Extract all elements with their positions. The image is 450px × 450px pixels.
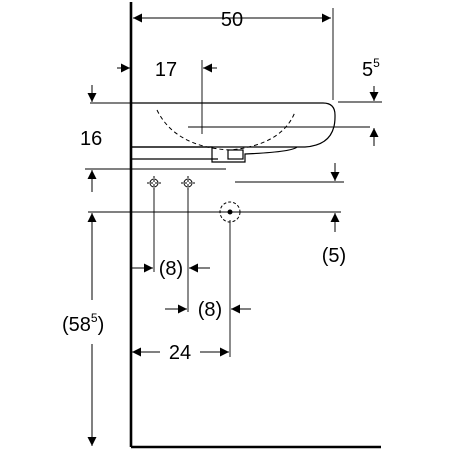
drain-point xyxy=(219,201,241,223)
supply-left-point xyxy=(147,176,161,190)
dim-label-58-5-prefix: (58 xyxy=(62,314,91,336)
dim-label-16: 16 xyxy=(80,128,102,150)
dimension-lines xyxy=(87,13,379,446)
connection-points xyxy=(147,176,241,223)
dim-label-58-5: (585) xyxy=(62,311,104,336)
dim-label-8-right: (8) xyxy=(198,299,222,321)
extension-lines xyxy=(85,8,382,357)
dim-label-58-5-sup: 5 xyxy=(91,311,98,325)
dim-label-5-5-sup: 5 xyxy=(373,56,380,70)
dim-label-5-5-base: 5 xyxy=(362,59,373,81)
bowl-hidden-line xyxy=(156,109,296,151)
dim-label-17: 17 xyxy=(155,59,177,81)
dim-label-58-5-suffix: ) xyxy=(98,314,105,336)
dim-label-24: 24 xyxy=(169,342,191,364)
dim-label-8-left: (8) xyxy=(159,258,183,280)
washbasin xyxy=(131,102,336,163)
dim-label-50: 50 xyxy=(221,9,243,31)
supply-right-point xyxy=(181,176,195,190)
dim-label-5-5: 55 xyxy=(362,56,380,81)
dim-label-5-paren: (5) xyxy=(322,245,346,267)
